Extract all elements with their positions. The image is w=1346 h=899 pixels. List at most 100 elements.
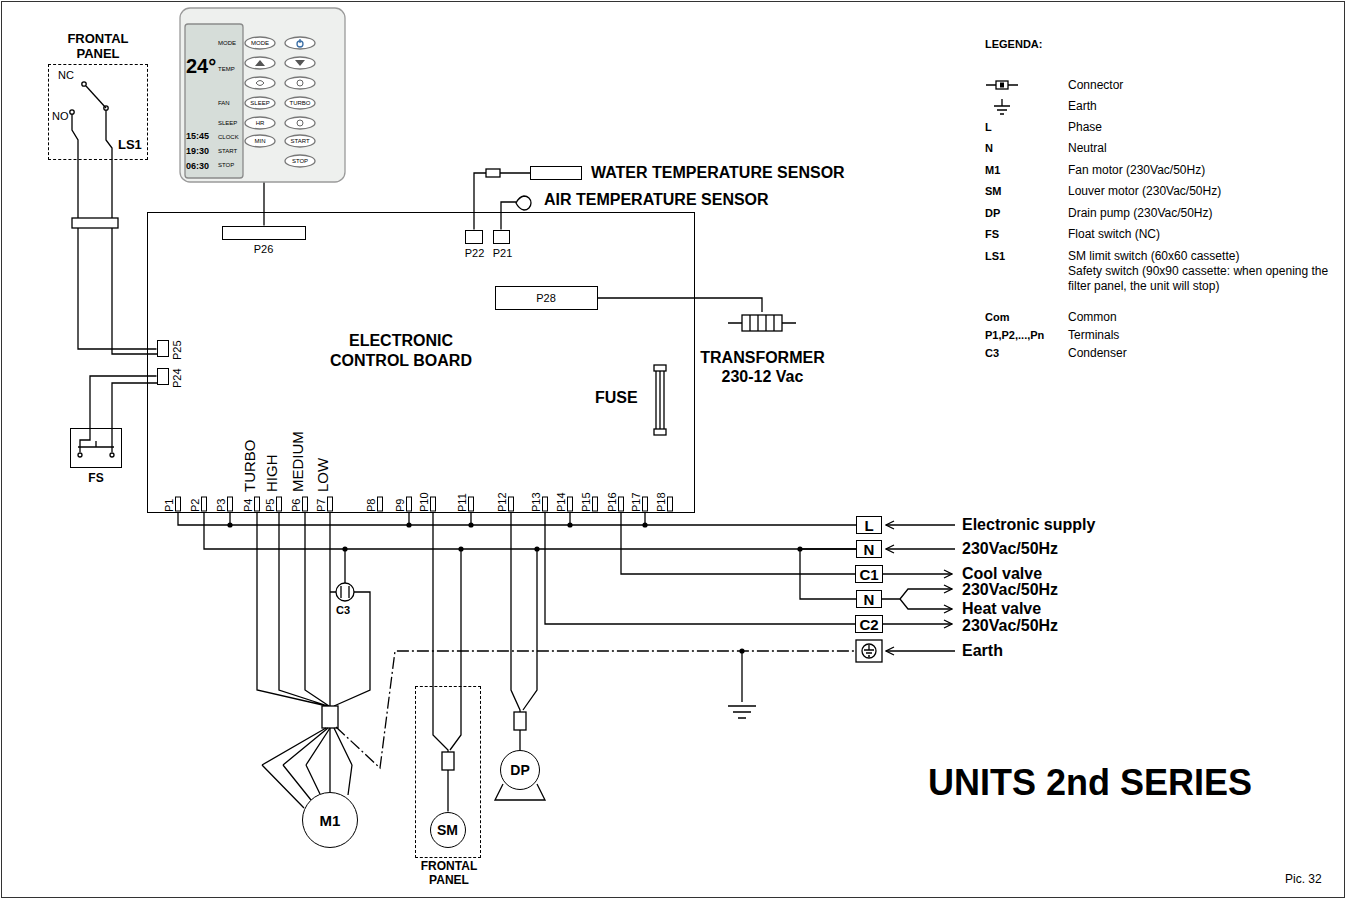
remote-body <box>285 155 315 167</box>
legend-text: Phase <box>1068 120 1333 135</box>
remote-body <box>180 8 345 182</box>
motor-wiring <box>336 583 354 601</box>
pin <box>509 497 514 511</box>
motor-wiring <box>322 706 338 728</box>
wire <box>800 549 856 599</box>
node-text: N <box>857 541 881 557</box>
remote-body <box>285 97 315 109</box>
remote-body <box>285 77 315 89</box>
remote-body <box>285 37 315 49</box>
legend-key: DP <box>985 207 1000 219</box>
part-label: Earth <box>962 642 1003 659</box>
limit-switch <box>70 110 74 114</box>
wire <box>204 513 856 549</box>
legend-heading: LEGENDA: <box>985 38 1042 50</box>
legend-key: LS1 <box>985 250 1005 262</box>
node-text: CLOCK <box>218 133 239 141</box>
bus-taps <box>797 546 802 551</box>
wire <box>474 173 530 230</box>
pin-label: P5 <box>264 499 276 512</box>
pin-label: P11 <box>456 493 468 512</box>
remote-body <box>245 117 275 129</box>
fuse-symbol <box>656 370 664 430</box>
transformer-symbol <box>742 315 782 331</box>
pin-label: P2 <box>189 499 201 512</box>
bus-taps <box>642 522 647 527</box>
louver-wiring <box>442 549 461 770</box>
terminal-arrows <box>886 548 955 549</box>
bus-taps <box>227 522 802 653</box>
air-sensor: AIR TEMPERATURE SENSOR <box>516 195 532 211</box>
node-text: 19:30 <box>186 146 209 157</box>
remote-body <box>245 97 275 109</box>
node-text: TURBO <box>285 99 315 107</box>
legend-text: Condenser <box>1068 346 1333 361</box>
legend-text: SM limit switch (60x60 cassette) <box>1068 249 1333 264</box>
pin-label: P3 <box>215 499 227 512</box>
drain-pump: DP <box>500 750 540 790</box>
legend-text: Neutral <box>1068 141 1333 156</box>
earth-wiring <box>336 651 856 768</box>
pump-wiring <box>514 712 526 730</box>
wire <box>598 298 763 312</box>
remote-body <box>256 81 264 86</box>
control-board: ELECTRONIC CONTROL BOARDP26P22P21P28P25P… <box>147 212 695 513</box>
legend-icons <box>986 81 1018 114</box>
fuse-symbol <box>659 370 660 430</box>
pin <box>469 497 474 511</box>
legend-icons <box>994 99 1010 114</box>
motor-wiring <box>262 728 352 765</box>
connector-block: P26 <box>222 226 306 240</box>
legend-text: Common <box>1068 310 1333 325</box>
node-text: FRONTAL PANEL <box>49 31 147 61</box>
speed-label: MEDIUM <box>290 431 306 492</box>
remote-control: MODE24°TEMPFANSLEEP15:45CLOCK19:30START0… <box>180 5 345 182</box>
pin <box>255 497 260 511</box>
pin <box>593 497 598 511</box>
caption: Pic. 32 <box>1285 872 1322 886</box>
remote-body <box>245 135 275 147</box>
fan-motor: M1 <box>302 792 358 848</box>
remote-body <box>245 37 315 167</box>
node-text: SLEEP <box>218 119 237 127</box>
part-label: 230Vac/50Hz <box>962 540 1058 557</box>
node-text: STOP <box>218 161 234 169</box>
transformer-symbol <box>728 315 796 331</box>
node-text: SLEEP <box>245 99 275 107</box>
legend-key: SM <box>985 185 1002 197</box>
pin <box>202 497 207 511</box>
fuse-symbol <box>654 429 666 435</box>
terminal-arrows <box>882 589 952 599</box>
terminal: N <box>856 540 882 558</box>
terminal: C2 <box>855 615 882 633</box>
float-switch-symbol <box>80 428 112 452</box>
earth-wiring <box>856 640 882 662</box>
bus-taps <box>230 513 645 525</box>
node-text: TRANSFORMER 230-12 Vac <box>690 348 835 386</box>
remote-body <box>180 8 345 182</box>
node-text: P22 <box>456 247 494 259</box>
node-text: C1 <box>856 566 881 582</box>
wire <box>545 513 855 624</box>
part-label: FUSE <box>595 389 638 406</box>
node-text: P26 <box>223 243 305 255</box>
remote-body <box>255 60 305 66</box>
limit-switch <box>72 114 78 160</box>
node-text: P25 <box>171 340 183 360</box>
louver-wiring <box>450 549 461 750</box>
pin-label: P4 <box>242 499 254 512</box>
node-text: WATER TEMPERATURE SENSOR <box>591 163 845 182</box>
part-label: Cool valve <box>962 565 1042 582</box>
node-text: START <box>285 137 315 145</box>
limit-switch <box>82 82 86 86</box>
remote-body <box>245 77 275 89</box>
terminal-arrows <box>886 650 955 651</box>
part-label: Heat valve <box>962 600 1041 617</box>
transformer: TRANSFORMER 230-12 Vac <box>690 312 835 388</box>
node-text: P28 <box>496 287 597 309</box>
wire <box>621 513 855 574</box>
legend-key: P1,P2,...,Pn <box>985 329 1044 341</box>
pin <box>668 497 673 511</box>
pin <box>228 497 233 511</box>
